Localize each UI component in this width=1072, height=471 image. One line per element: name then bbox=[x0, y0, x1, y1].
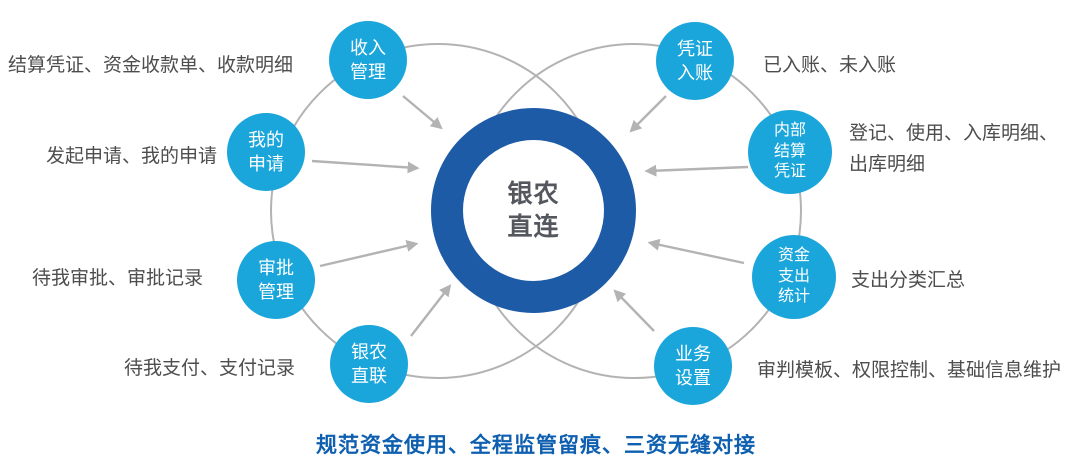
center-hub-label: 银农 直连 bbox=[507, 179, 560, 241]
node-fund-expenditure-statistics: 资金 支出 统计 bbox=[752, 235, 836, 319]
arrow-direct-link-to-center bbox=[410, 284, 452, 337]
annotation-approval-management: 待我审批、审批记录 bbox=[32, 268, 204, 289]
node-approval-management: 审批 管理 bbox=[237, 241, 315, 319]
arrow-approval-to-center bbox=[319, 240, 419, 268]
node-internal-settlement-voucher: 内部 结算 凭证 bbox=[748, 110, 832, 194]
arrow-expenditure-to-center bbox=[647, 238, 745, 265]
annotation-internal-settlement-voucher: 登记、使用、入库明细、 出库明细 bbox=[849, 123, 1059, 176]
center-hub: 银农 直连 bbox=[431, 108, 636, 313]
arrow-voucher-to-center bbox=[629, 95, 667, 133]
annotation-fund-expenditure-statistics: 支出分类汇总 bbox=[851, 270, 966, 291]
node-voucher-posting: 凭证 入账 bbox=[656, 22, 734, 100]
annotation-bank-farm-direct-link: 待我支付、支付记录 bbox=[124, 358, 296, 379]
node-business-settings: 业务 设置 bbox=[654, 327, 732, 405]
caption: 规范资金使用、全程监管留痕、三资无缝对接 bbox=[316, 434, 756, 457]
node-my-application: 我的 申请 bbox=[227, 113, 305, 191]
annotation-business-settings: 审判模板、权限控制、基础信息维护 bbox=[757, 360, 1062, 381]
annotation-my-application: 发起申请、我的申请 bbox=[46, 146, 218, 167]
arrow-internal-settlement-to-center bbox=[644, 164, 749, 177]
node-income-management: 收入 管理 bbox=[329, 21, 407, 99]
annotation-income-management: 结算凭证、资金收款单、收款明细 bbox=[8, 55, 294, 76]
arrow-my-application-to-center bbox=[311, 159, 420, 174]
annotation-voucher-posting: 已入账、未入账 bbox=[763, 55, 897, 76]
arrow-business-settings-to-center bbox=[613, 289, 655, 332]
arrow-income-to-center bbox=[402, 95, 443, 130]
node-bank-farm-direct-link: 银农 直联 bbox=[330, 325, 408, 403]
